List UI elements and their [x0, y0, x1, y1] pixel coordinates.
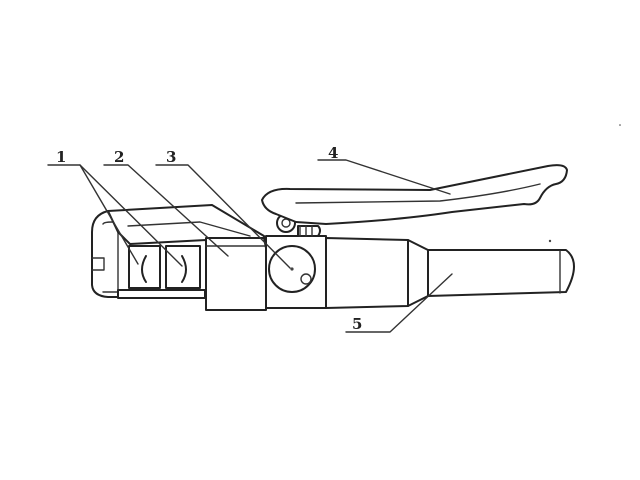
- callout-1: 1: [56, 148, 66, 166]
- pump-body: [265, 235, 327, 309]
- leader-line-2: [103, 164, 229, 257]
- callout-3: 3: [166, 148, 176, 166]
- movable-handle: [261, 164, 568, 225]
- leader-line-3: [155, 164, 291, 269]
- callout-4: 4: [328, 144, 338, 162]
- leader-lines: [47, 159, 453, 333]
- piston-housing: [205, 237, 267, 311]
- die-set: [128, 245, 201, 289]
- fixed-die: [128, 245, 161, 289]
- callout-2: 2: [114, 148, 124, 166]
- callout-5: 5: [352, 315, 362, 333]
- moving-die: [165, 245, 201, 289]
- scan-specks: [548, 124, 621, 243]
- fixed-handle: [325, 237, 575, 309]
- leader-line-4: [317, 159, 451, 195]
- leader-line-5: [345, 273, 453, 333]
- callout-numbers: 1 2 3 4 5: [56, 144, 362, 333]
